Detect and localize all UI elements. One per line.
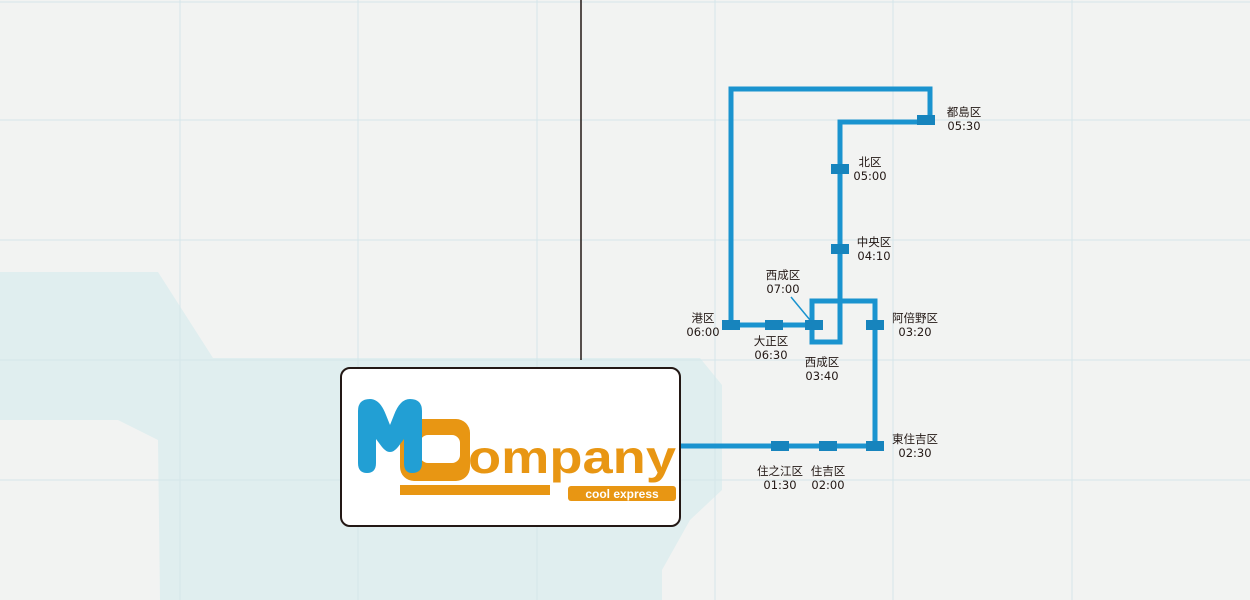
company-logo: ompany cool express [358,399,676,501]
station-name: 都島区 [947,105,982,119]
station-marker [771,441,789,451]
station-time: 07:00 [766,282,799,296]
station-marker [866,441,884,451]
station-marker [866,320,884,330]
station-marker [831,244,849,254]
station-time: 02:30 [898,446,931,460]
station-name: 大正区 [754,334,789,348]
station-name: 港区 [692,311,715,325]
station-name: 西成区 [766,268,801,282]
station-time: 02:00 [811,478,844,492]
station-marker [722,320,740,330]
logo-tagline: cool express [585,487,659,501]
station-time: 04:10 [857,249,890,263]
station-time: 06:00 [686,325,719,339]
station-name: 東住吉区 [892,432,938,446]
station-marker [765,320,783,330]
station-name: 住之江区 [757,464,803,478]
station-name: 阿倍野区 [892,311,938,325]
station-time: 03:20 [898,325,931,339]
station-marker [805,320,823,330]
station-time: 03:40 [805,369,838,383]
station-time: 01:30 [763,478,796,492]
station-marker [819,441,837,451]
station-pointer [790,296,811,321]
station-name: 中央区 [857,235,892,249]
company-logo-card: ompany cool express [340,367,681,527]
station-name: 住吉区 [811,464,846,478]
station-marker [917,115,935,125]
station-time: 05:30 [947,119,980,133]
station-time: 05:00 [853,169,886,183]
station-name: 北区 [859,155,882,169]
station-marker [831,164,849,174]
station-name: 西成区 [805,355,840,369]
logo-wordmark: ompany [468,431,676,483]
station-time: 06:30 [754,348,787,362]
